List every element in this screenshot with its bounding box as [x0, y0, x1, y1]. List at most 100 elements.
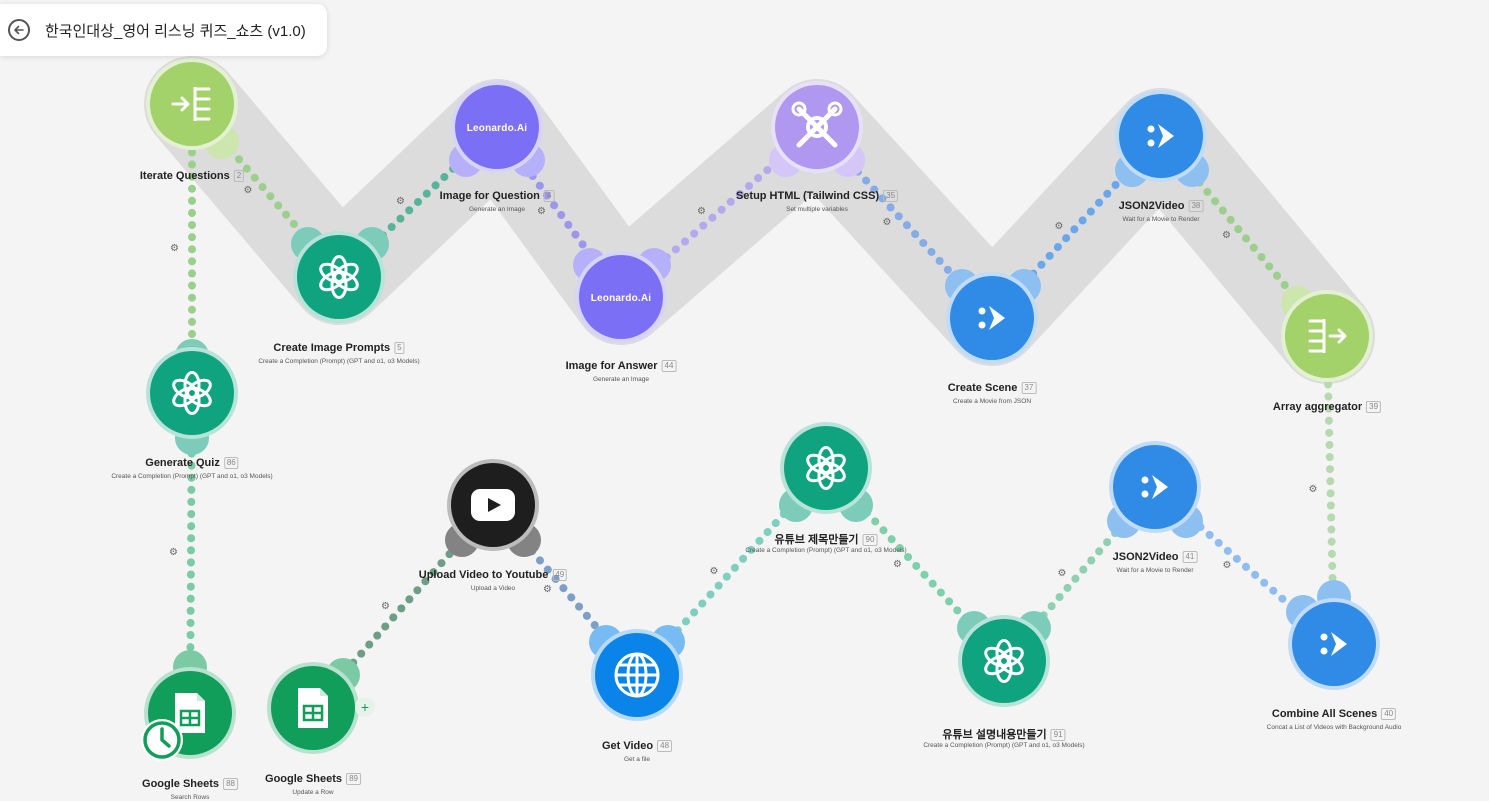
module-id-badge: 4	[543, 190, 555, 202]
schedule-clock-icon[interactable]	[141, 719, 183, 761]
filter-wrench-icon[interactable]: ⚙	[709, 565, 719, 577]
module-yt-title[interactable]	[784, 426, 868, 510]
module-name: Combine All Scenes	[1271, 708, 1378, 720]
module-name: 유튜브 제목만들기	[774, 534, 859, 546]
globe-icon	[612, 650, 662, 700]
filter-wrench-icon[interactable]: ⚙	[169, 547, 178, 558]
module-action: Get a file	[623, 756, 651, 763]
openai-icon	[170, 371, 214, 415]
filter-wrench-icon[interactable]: ⚙	[1057, 568, 1067, 579]
filter-wrench-icon[interactable]: ⚙	[882, 216, 892, 228]
module-action: Create a Completion (Prompt) (GPT and o1…	[923, 742, 1085, 749]
module-id-badge: 41	[1182, 551, 1198, 563]
json2video-icon	[1141, 116, 1181, 156]
module-id-badge: 35	[883, 190, 899, 202]
tools-icon	[789, 99, 845, 155]
module-action: Create a Completion (Prompt) (GPT and o1…	[258, 358, 420, 365]
module-action: Generate an Image	[468, 206, 526, 213]
filter-wrench-icon[interactable]: ⚙	[1222, 230, 1231, 241]
module-name: JSON2Video	[1118, 200, 1185, 212]
module-generate-quiz[interactable]	[150, 351, 234, 435]
module-action: Create a Completion (Prompt) (GPT and o1…	[745, 547, 907, 554]
module-json2video-2[interactable]	[1113, 445, 1197, 529]
module-id-badge: 5	[394, 342, 405, 354]
module-create-prompts[interactable]	[297, 235, 381, 319]
module-action: Wait for a Movie to Render	[1116, 567, 1194, 574]
module-create-scene[interactable]	[950, 276, 1034, 360]
json2video-icon	[1314, 624, 1354, 664]
module-img-answer[interactable]: Leonardo.Ai	[579, 255, 663, 339]
module-action: Search Rows	[170, 794, 210, 801]
module-id-badge: 38	[1188, 200, 1204, 212]
module-id-badge: 37	[1021, 382, 1037, 394]
filter-wrench-icon[interactable]: ⚙	[396, 196, 405, 207]
module-id-badge: 86	[223, 457, 239, 469]
module-action: Wait for a Movie to Render	[1122, 216, 1200, 223]
leonardo-icon: Leonardo.Ai	[467, 118, 528, 136]
module-name: Create Scene	[947, 382, 1018, 394]
module-id-badge: 39	[1366, 401, 1382, 413]
filter-wrench-icon[interactable]: ⚙	[893, 558, 902, 570]
module-img-question[interactable]: Leonardo.Ai	[455, 85, 539, 169]
module-name: Image for Answer	[565, 360, 658, 372]
filter-wrench-icon[interactable]: ⚙	[537, 206, 546, 217]
module-yt-desc[interactable]	[962, 619, 1046, 703]
filter-wrench-icon[interactable]: ⚙	[543, 584, 552, 595]
filter-wrench-icon[interactable]: ⚙	[1054, 221, 1064, 232]
module-action: Update a Row	[292, 789, 334, 796]
openai-icon	[804, 446, 848, 490]
add-module-button[interactable]: +	[355, 697, 375, 717]
module-id-badge: 89	[346, 773, 361, 785]
module-id-badge: 40	[1381, 708, 1397, 720]
module-get-video[interactable]	[595, 633, 679, 717]
module-name: 유튜브 설명내용만들기	[942, 729, 1047, 741]
iterator-icon	[169, 81, 215, 127]
json2video-icon	[972, 298, 1012, 338]
filter-wrench-icon[interactable]: ⚙	[170, 242, 179, 254]
google-sheets-icon	[173, 691, 207, 735]
module-iterate[interactable]	[150, 62, 234, 146]
module-setup-html[interactable]	[775, 85, 859, 169]
module-id-badge: 88	[223, 778, 238, 790]
filter-wrench-icon[interactable]: ⚙	[1222, 559, 1232, 571]
filter-wrench-icon[interactable]: ⚙	[697, 206, 706, 217]
module-name: Get Video	[601, 740, 654, 752]
filter-wrench-icon[interactable]: ⚙	[1308, 484, 1318, 495]
module-id-badge: 48	[657, 740, 673, 752]
module-name: Generate Quiz	[145, 457, 220, 469]
module-id-badge: 49	[552, 569, 568, 581]
module-action: Create a Movie from JSON	[952, 398, 1032, 405]
module-label: Setup HTML (Tailwind CSS)35	[736, 190, 899, 202]
module-upload-youtube[interactable]	[451, 463, 535, 547]
filter-wrench-icon[interactable]: ⚙	[381, 600, 390, 612]
module-array-agg[interactable]	[1285, 294, 1369, 378]
back-button[interactable]	[8, 19, 30, 41]
leonardo-logo-text: Leonardo.Ai	[466, 123, 528, 134]
module-sheets-update[interactable]	[271, 666, 355, 750]
module-action: Concat a List of Videos with Background …	[1266, 724, 1402, 731]
module-action: Set multiple variables	[786, 206, 848, 213]
openai-icon	[982, 639, 1026, 683]
module-name: Array aggregator	[1272, 401, 1363, 413]
filter-wrench-icon[interactable]: ⚙	[243, 184, 253, 196]
leonardo-logo-text: Leonardo.Ai	[590, 293, 652, 304]
arrow-left-icon	[14, 25, 24, 35]
module-json2video-1[interactable]	[1119, 94, 1203, 178]
module-combine[interactable]	[1292, 602, 1376, 686]
openai-icon	[317, 255, 361, 299]
module-name: Upload Video to Youtube	[418, 569, 549, 581]
